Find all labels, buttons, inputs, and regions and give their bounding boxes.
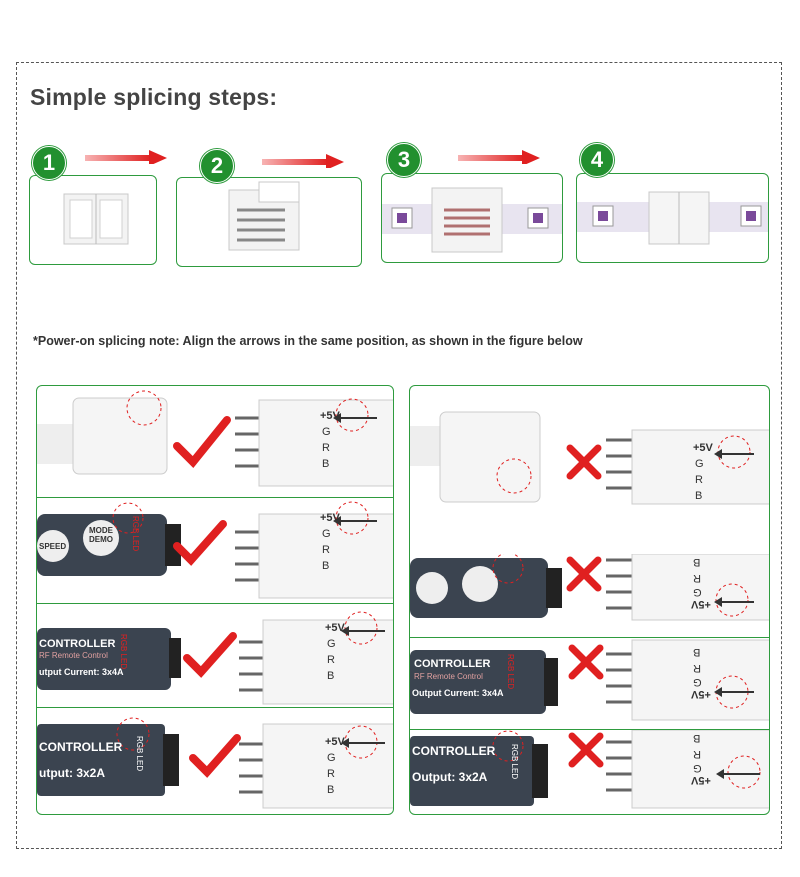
pin-label-g: G bbox=[322, 426, 331, 438]
strip-in-connector-illustration bbox=[382, 187, 562, 253]
step-3-box bbox=[381, 173, 563, 263]
controller-rgb-led-label: RGB LED bbox=[510, 744, 519, 780]
controller-title: CONTROLLER bbox=[414, 658, 491, 670]
spliced-strip-illustration bbox=[577, 191, 768, 245]
pin-label-g: G bbox=[693, 676, 702, 688]
step-2-number: 2 bbox=[200, 149, 234, 183]
splicing-note: *Power-on splicing note: Align the arrow… bbox=[33, 334, 583, 348]
pin-label-b: B bbox=[322, 560, 330, 572]
pin-label-b: B bbox=[693, 556, 701, 568]
pin-label-5v: +5V bbox=[693, 442, 713, 454]
controller-rgb-led-label: RGB LED bbox=[506, 654, 515, 690]
pin-label-b: B bbox=[327, 670, 335, 682]
pin-label-b: B bbox=[322, 458, 330, 470]
controller-rgb-led-label: RGB LED bbox=[131, 516, 140, 552]
correct-panel: +5V G R B RGB LED MODE DEMO SPEED +5V G … bbox=[36, 385, 394, 815]
incorrect-row-2: B R G +5V bbox=[410, 552, 769, 638]
controller-title: CONTROLLER bbox=[412, 744, 496, 758]
pin-label-r: R bbox=[693, 748, 701, 760]
pin-label-r: R bbox=[322, 442, 330, 454]
pin-label-r: R bbox=[327, 768, 335, 780]
controller-title: CONTROLLER bbox=[39, 638, 116, 650]
step-2-box bbox=[176, 177, 362, 267]
rf-remote-label: RF Remote Control bbox=[39, 651, 108, 660]
correct-row-4: CONTROLLER utput: 3x2A RGB LED +5V G R B bbox=[37, 708, 393, 814]
rf-remote-label: RF Remote Control bbox=[414, 672, 483, 681]
pin-label-g: G bbox=[693, 762, 702, 774]
step-4-box bbox=[576, 173, 769, 263]
speed-label: SPEED bbox=[39, 542, 67, 551]
controller-plug-illustration bbox=[410, 411, 769, 505]
controller-2a-illustration bbox=[37, 717, 393, 809]
pin-label-r: R bbox=[693, 572, 701, 584]
output-label: utput: 3x2A bbox=[39, 766, 105, 780]
pin-label-b: B bbox=[693, 732, 701, 744]
pin-label-g: G bbox=[693, 586, 702, 598]
pin-label-g: G bbox=[695, 458, 704, 470]
pin-label-r: R bbox=[695, 474, 703, 486]
pin-label-5v: +5V bbox=[325, 622, 345, 634]
pin-label-b: B bbox=[693, 646, 701, 658]
pin-label-5v: +5V bbox=[691, 598, 711, 610]
connector-pins-illustration bbox=[228, 181, 300, 251]
controller-title: CONTROLLER bbox=[39, 740, 123, 754]
connector-open-illustration bbox=[63, 193, 129, 245]
dashed-frame bbox=[16, 62, 782, 849]
pin-label-5v: +5V bbox=[325, 736, 345, 748]
step-2-arrow bbox=[262, 154, 344, 168]
step-1-arrow bbox=[85, 150, 167, 164]
controller-2a-illustration bbox=[410, 729, 769, 809]
page-title: Simple splicing steps: bbox=[30, 84, 278, 110]
pin-label-g: G bbox=[327, 638, 336, 650]
rf-controller-illustration bbox=[410, 639, 769, 721]
correct-row-1: +5V G R B bbox=[37, 386, 393, 498]
rf-controller-illustration bbox=[37, 611, 393, 705]
incorrect-row-3: CONTROLLER RF Remote Control Output Curr… bbox=[410, 638, 769, 730]
controller-rgb-led-label: RGB LED bbox=[119, 634, 128, 670]
pin-label-g: G bbox=[327, 752, 336, 764]
controller-plug-illustration bbox=[37, 390, 393, 487]
mini-controller-illustration bbox=[37, 501, 393, 599]
output-current-label: Output Current: 3x4A bbox=[412, 688, 504, 698]
incorrect-row-4: CONTROLLER Output: 3x2A RGB LED B R G +5… bbox=[410, 729, 769, 814]
pin-label-r: R bbox=[693, 662, 701, 674]
mode-demo-label: MODE DEMO bbox=[89, 526, 113, 544]
step-1-box bbox=[29, 175, 157, 265]
step-4-number: 4 bbox=[580, 143, 614, 177]
pin-label-5v: +5V bbox=[320, 512, 340, 524]
step-3-arrow bbox=[458, 150, 540, 164]
pin-label-5v: +5V bbox=[320, 410, 340, 422]
output-label: Output: 3x2A bbox=[412, 770, 488, 784]
pin-label-r: R bbox=[322, 544, 330, 556]
pin-label-b: B bbox=[695, 490, 703, 502]
pin-label-b: B bbox=[327, 784, 335, 796]
pin-label-r: R bbox=[327, 654, 335, 666]
output-current-label: utput Current: 3x4A bbox=[39, 667, 124, 677]
controller-rgb-led-label: RGB LED bbox=[135, 736, 144, 772]
pin-label-g: G bbox=[322, 528, 331, 540]
step-3-number: 3 bbox=[387, 143, 421, 177]
correct-row-2: RGB LED MODE DEMO SPEED +5V G R B bbox=[37, 498, 393, 604]
pin-label-5v: +5V bbox=[691, 688, 711, 700]
incorrect-row-1: +5V G R B bbox=[410, 386, 769, 522]
step-1-number: 1 bbox=[32, 146, 66, 180]
incorrect-panel: +5V G R B B R G +5V bbox=[409, 385, 770, 815]
mini-controller-illustration bbox=[410, 552, 769, 621]
pin-label-5v: +5V bbox=[691, 774, 711, 786]
correct-row-3: CONTROLLER RF Remote Control utput Curre… bbox=[37, 604, 393, 708]
